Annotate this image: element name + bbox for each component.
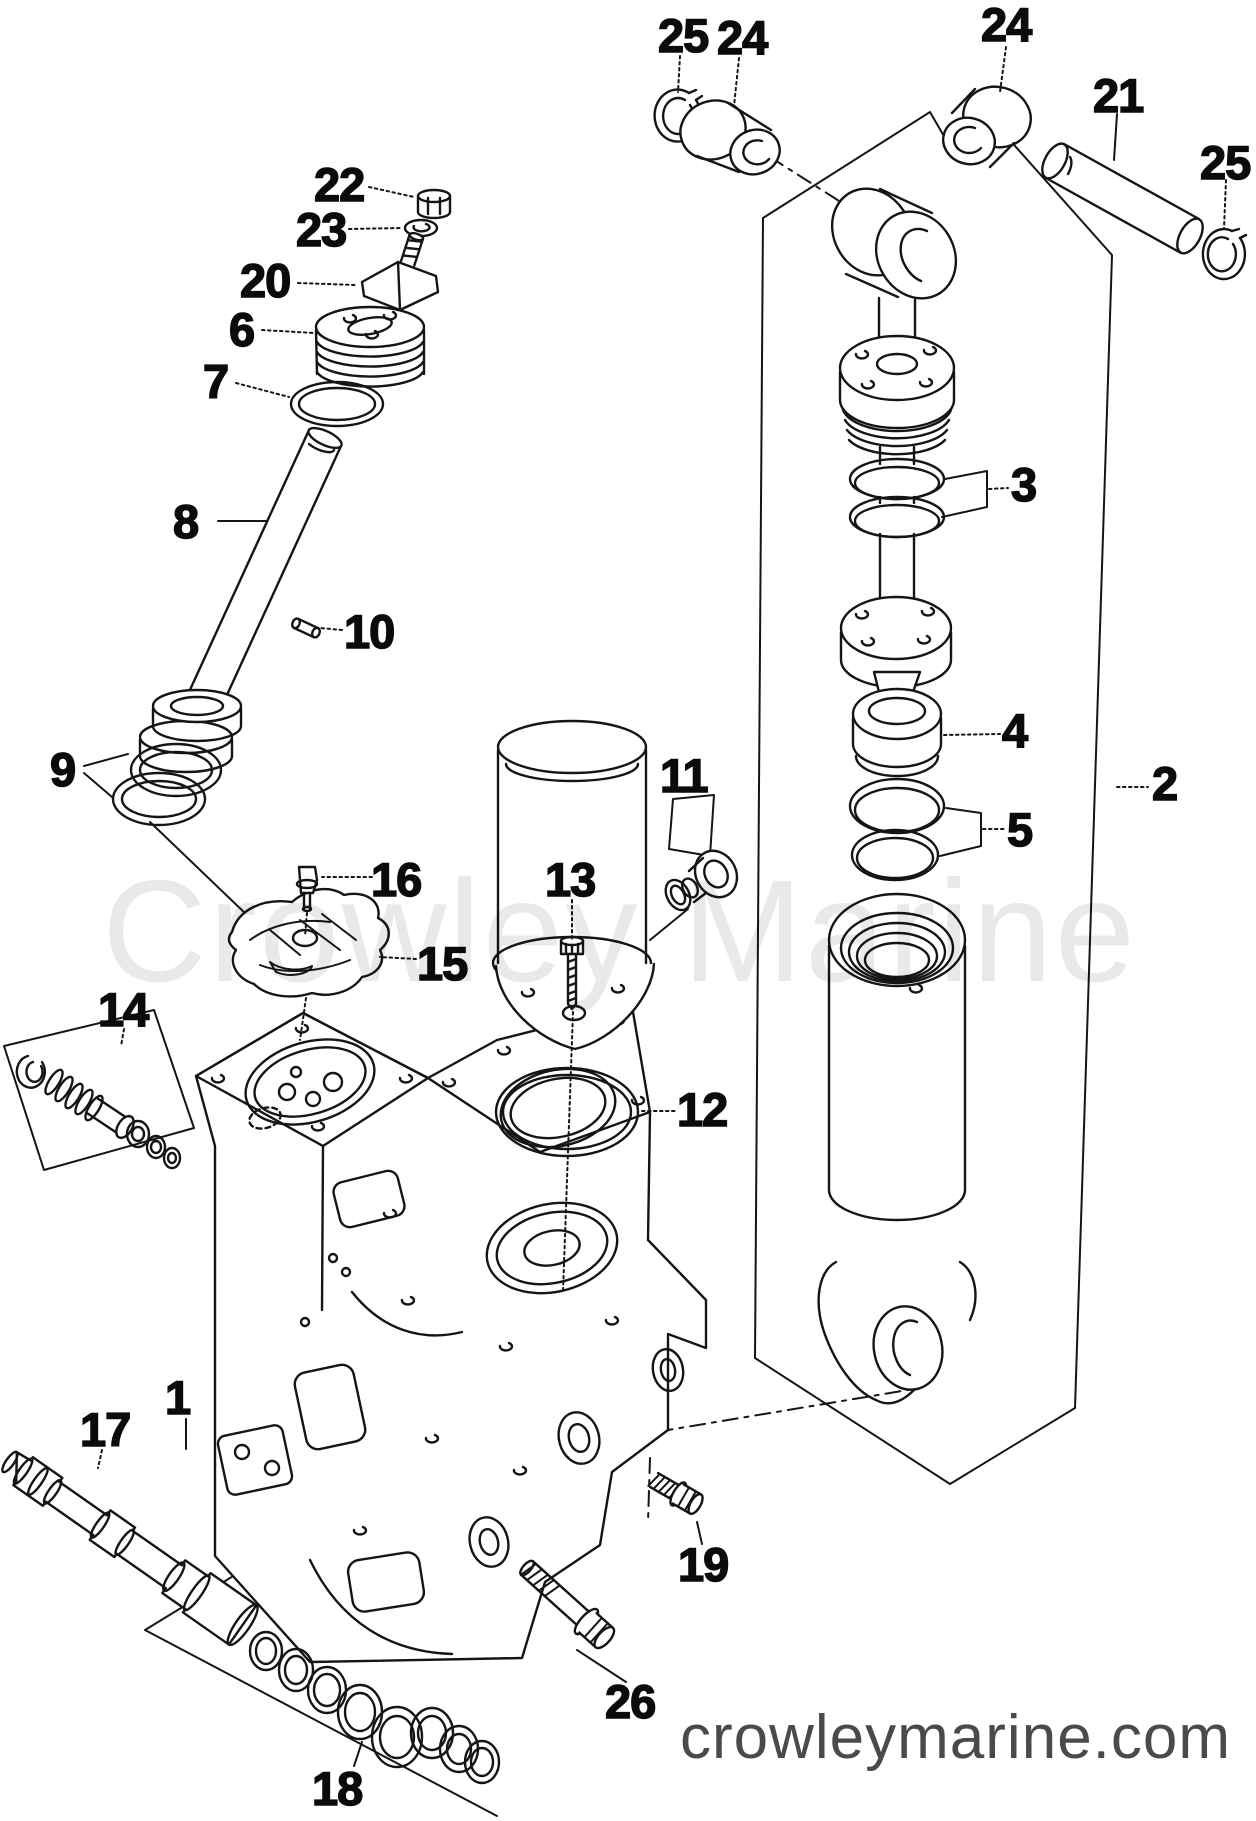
callout-9: 9: [49, 743, 77, 796]
part-tilt-cylinder-assembly: [817, 187, 988, 1405]
part-8-trim-rod: [187, 426, 343, 710]
part-22-nut: [416, 188, 452, 220]
callout-14: 14: [97, 983, 150, 1036]
callout-10: 10: [343, 605, 396, 658]
part-motor-reservoir: [491, 719, 656, 1051]
callout-13: 13: [544, 853, 597, 906]
site-url-text: crowleymarine.com: [680, 1703, 1232, 1772]
callout-25-right: 25: [1199, 136, 1252, 189]
part-9-orings: [111, 742, 248, 916]
part-8-rod-collar: [138, 688, 243, 774]
callout-1: 1: [164, 1371, 192, 1424]
watermark: Crowley Marine: [102, 850, 1138, 1012]
part-25-snap-ring-right: [1201, 227, 1248, 281]
callout-25-top-left: 25: [657, 9, 710, 62]
callout-11: 11: [659, 749, 709, 802]
part-6-end-cap: [314, 305, 426, 388]
callout-26: 26: [604, 1675, 657, 1728]
part-7-oring: [289, 380, 385, 428]
part-15-pump-plate: [227, 887, 390, 998]
part-14-valve-kit: [3, 1009, 195, 1171]
callout-8: 8: [172, 495, 200, 548]
callout-15: 15: [416, 937, 469, 990]
callout-6: 6: [228, 303, 256, 356]
part-26-bolt: [519, 1559, 616, 1650]
callout-24-top-right: 24: [980, 0, 1033, 51]
part-17-valve-rod: [1, 1450, 259, 1647]
callout-21: 21: [1092, 69, 1145, 122]
callout-23: 23: [295, 203, 348, 256]
callout-3: 3: [1010, 458, 1038, 511]
callout-24-top-left: 24: [716, 11, 769, 64]
callout-7: 7: [202, 355, 230, 408]
callout-16: 16: [370, 853, 423, 906]
part-18-oring-set: [248, 1630, 501, 1785]
callout-17: 17: [79, 1403, 132, 1456]
part-19-bolt: [647, 1471, 704, 1516]
callout-12: 12: [676, 1083, 729, 1136]
leader-lines: [83, 46, 1227, 1767]
callout-2: 2: [1151, 757, 1179, 810]
group-2-panel: [754, 109, 1113, 1485]
part-1-housing: [194, 1004, 708, 1664]
part-11-fill-plug: [649, 794, 739, 941]
part-24-bushing-right: [941, 85, 1032, 169]
part-16-release-valve: [295, 865, 319, 913]
callout-19: 19: [677, 1538, 730, 1591]
part-24-bushing-left: [679, 99, 781, 176]
part-20-rod-end: [360, 231, 440, 312]
callout-20: 20: [239, 254, 292, 307]
callout-4: 4: [1001, 704, 1029, 757]
callout-5: 5: [1006, 803, 1034, 856]
callout-18: 18: [311, 1762, 364, 1815]
part-10-pin: [291, 617, 321, 639]
part-21-pivot-pin: [1041, 142, 1204, 255]
callout-22: 22: [313, 158, 366, 211]
part-13-screw: [559, 935, 585, 1011]
